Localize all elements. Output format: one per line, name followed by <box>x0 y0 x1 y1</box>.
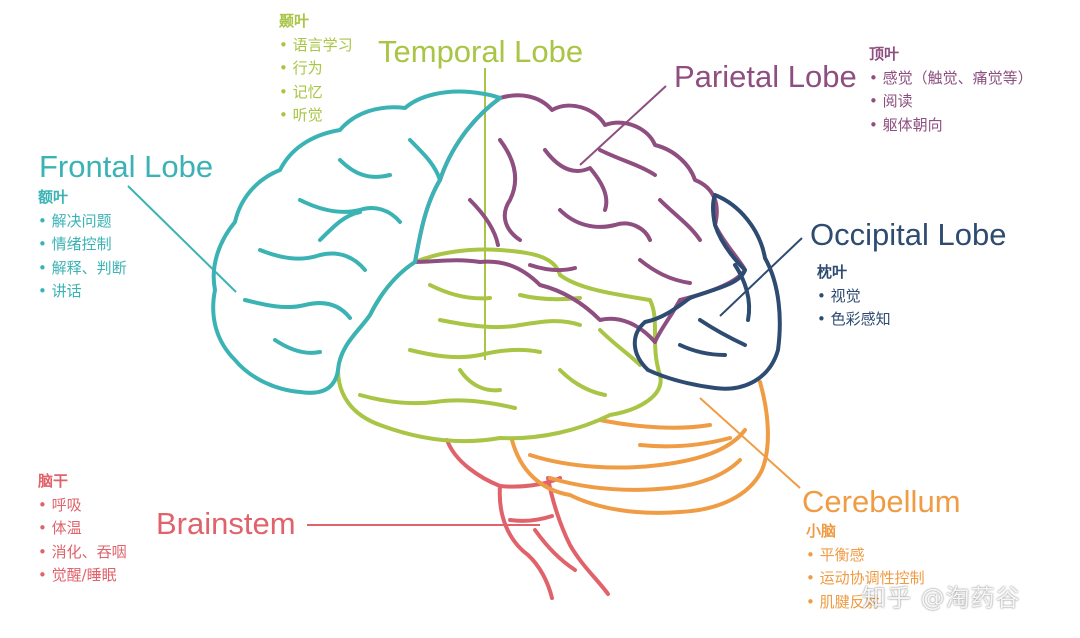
occipital-pointer-line <box>719 237 803 317</box>
temporal-item: 听觉 <box>279 104 353 128</box>
parietal-item: 阅读 <box>869 90 1033 114</box>
cerebellum-item: 平衡感 <box>806 544 925 568</box>
cerebellum-pointer-line <box>699 397 801 489</box>
cerebellum-region <box>510 380 770 515</box>
temporal-cn-title: 颞叶 <box>279 12 310 30</box>
frontal-item: 情绪控制 <box>38 233 127 257</box>
temporal-item: 行为 <box>279 57 353 81</box>
cerebellum-cn-title: 小脑 <box>806 522 837 540</box>
occipital-lobe-title: Occipital Lobe <box>810 217 1007 252</box>
parietal-cn-title: 顶叶 <box>869 45 900 63</box>
brainstem-functions: 脑干 呼吸 体温 消化、吞咽 觉醒/睡眠 <box>38 470 127 588</box>
frontal-item: 讲话 <box>38 280 127 304</box>
brainstem-region <box>445 438 610 600</box>
brainstem-title: Brainstem <box>156 506 296 541</box>
occipital-item: 视觉 <box>817 285 891 309</box>
temporal-lobe-title: Temporal Lobe <box>378 34 584 69</box>
brainstem-cn-title: 脑干 <box>38 472 69 490</box>
parietal-lobe-title: Parietal Lobe <box>674 59 857 94</box>
brainstem-item: 觉醒/睡眠 <box>38 564 127 588</box>
occipital-lobe-functions: 枕叶 视觉 色彩感知 <box>817 261 891 332</box>
cerebellum-item: 肌腱反射 <box>806 591 925 615</box>
parietal-item: 躯体朝向 <box>869 114 1033 138</box>
parietal-lobe-functions: 顶叶 感觉（触觉、痛觉等） 阅读 躯体朝向 <box>869 43 1033 137</box>
frontal-region <box>211 89 502 395</box>
temporal-lobe-functions: 颞叶 语言学习 行为 记忆 听觉 <box>279 10 353 128</box>
temporal-item: 语言学习 <box>279 34 353 58</box>
occipital-region <box>632 193 782 391</box>
frontal-pointer-line <box>127 185 237 293</box>
frontal-cn-title: 额叶 <box>38 188 69 206</box>
frontal-item: 解决问题 <box>38 210 127 234</box>
brainstem-item: 呼吸 <box>38 494 127 518</box>
brainstem-item: 体温 <box>38 517 127 541</box>
frontal-lobe-title: Frontal Lobe <box>39 149 214 184</box>
frontal-lobe-functions: 额叶 解决问题 情绪控制 解释、判断 讲话 <box>38 186 127 304</box>
frontal-item: 解释、判断 <box>38 257 127 281</box>
occipital-cn-title: 枕叶 <box>817 263 848 281</box>
cerebellum-title: Cerebellum <box>802 484 961 519</box>
parietal-pointer-line <box>579 85 667 166</box>
cerebellum-item: 运动协调性控制 <box>806 567 925 591</box>
temporal-region <box>336 247 663 444</box>
cerebellum-functions: 小脑 平衡感 运动协调性控制 肌腱反射 <box>806 520 925 614</box>
parietal-item: 感觉（触觉、痛觉等） <box>869 67 1033 91</box>
occipital-item: 色彩感知 <box>817 308 891 332</box>
brainstem-item: 消化、吞咽 <box>38 541 127 565</box>
watermark: 知乎 @淘药谷 <box>862 584 1021 612</box>
temporal-item: 记忆 <box>279 81 353 105</box>
